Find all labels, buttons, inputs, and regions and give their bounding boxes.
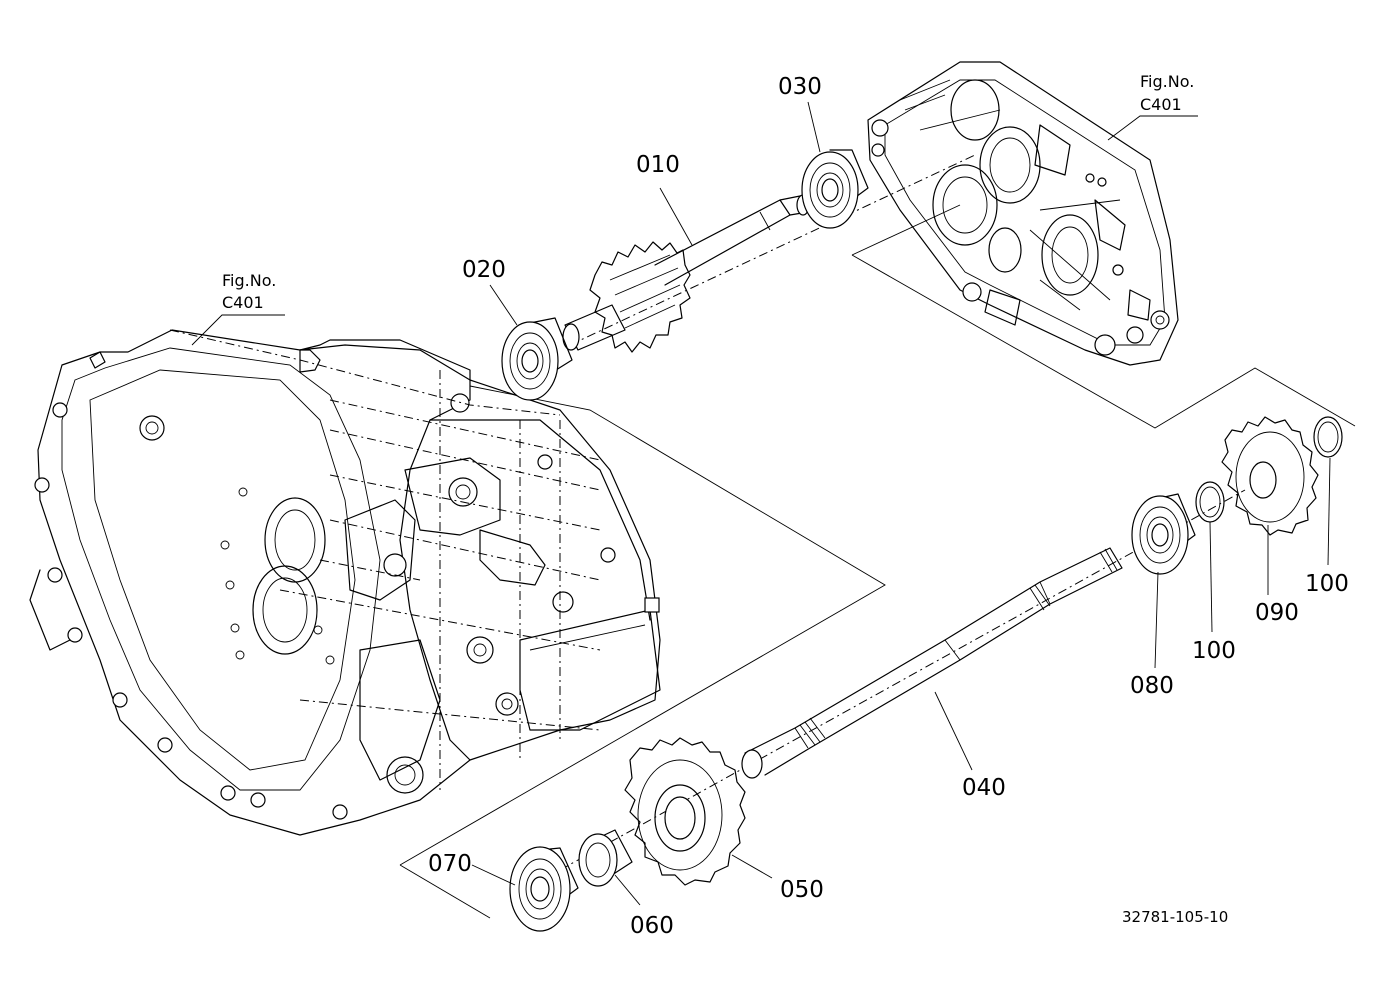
gear-050	[624, 737, 746, 886]
label-030: 030	[778, 74, 822, 100]
gear-090	[1221, 416, 1319, 536]
label-060: 060	[630, 913, 674, 939]
label-020: 020	[462, 257, 506, 283]
collar-060	[578, 829, 633, 887]
label-050: 050	[780, 877, 824, 903]
label-070: 070	[428, 851, 472, 877]
input-shaft-010	[562, 154, 976, 353]
label-100-inner: 100	[1192, 638, 1236, 664]
fig-ref-left-line1: Fig.No.	[222, 271, 276, 290]
bearing-080	[1131, 493, 1196, 575]
bearing-030	[801, 149, 869, 229]
bearing-020	[501, 317, 573, 401]
fig-ref-right-line2: C401	[1140, 95, 1182, 114]
leader-lines	[191, 101, 1331, 906]
snap-ring-100-inner	[1195, 481, 1225, 523]
reference-lines	[399, 204, 1356, 919]
label-090: 090	[1255, 600, 1299, 626]
transmission-case	[29, 329, 661, 836]
label-080: 080	[1130, 673, 1174, 699]
drawing-code: 32781-105-10	[1122, 908, 1228, 926]
snap-ring-100-outer	[1313, 416, 1343, 458]
cover-plate	[867, 61, 1179, 366]
bearing-070	[509, 846, 579, 932]
callout-labels: 010 020 030 040 050 060 070 080 090 100 …	[222, 72, 1349, 939]
output-shaft-040	[559, 489, 1246, 871]
fig-ref-left-line2: C401	[222, 293, 264, 312]
label-100-outer: 100	[1305, 571, 1349, 597]
fig-ref-right-line1: Fig.No.	[1140, 72, 1194, 91]
label-010: 010	[636, 152, 680, 178]
label-040: 040	[962, 775, 1006, 801]
